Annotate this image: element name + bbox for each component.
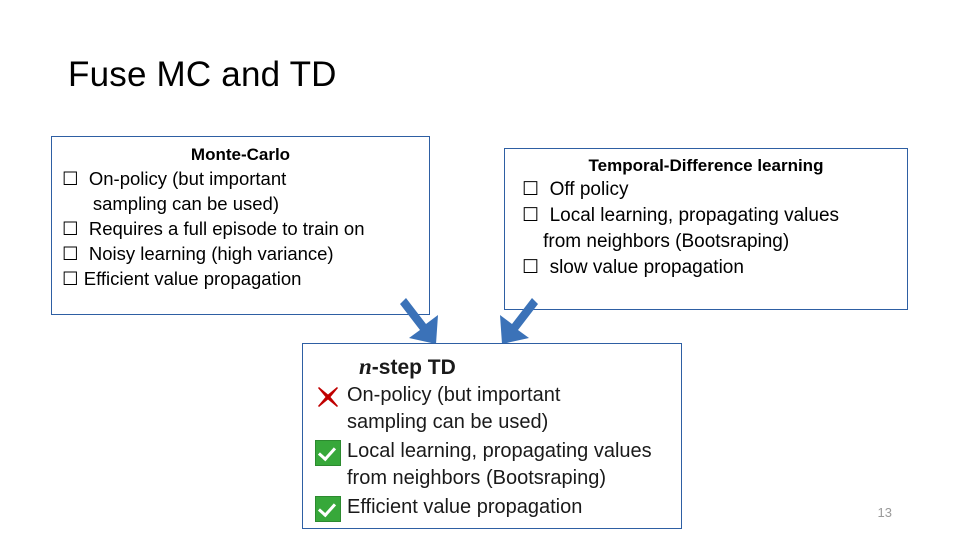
temporal-difference-box: Temporal-Difference learning ☐ Off polic… (504, 148, 908, 310)
nstep-td-heading-rest: -step TD (371, 356, 456, 379)
nstep-item-text: On-policy (but important (347, 384, 561, 406)
page-number: 13 (877, 505, 892, 520)
nstep-item-text: Efficient value propagation (347, 496, 583, 518)
temporal-difference-heading: Temporal-Difference learning (588, 156, 824, 175)
nstep-td-heading-italic: n (359, 354, 372, 379)
monte-carlo-box: Monte-Carlo ☐ On-policy (but important s… (51, 136, 430, 315)
list-item: ☐ Efficient value propagation (62, 268, 302, 289)
list-item: ☐ slow value propagation (522, 257, 744, 278)
list-item: ☐ Local learning, propagating values fro… (522, 205, 840, 252)
nstep-item-text: Local learning, propagating values (347, 440, 652, 462)
red-x-icon (315, 384, 341, 410)
nstep-item-continuation: from neighbors (Bootsraping) (347, 467, 607, 489)
green-check-icon (315, 440, 341, 466)
list-item: Efficient value propagation (315, 494, 681, 522)
monte-carlo-bullet-list: ☐ On-policy (but important sampling can … (52, 166, 429, 291)
temporal-difference-bullet-list: ☐ Off policy ☐ Local learning, propagati… (505, 177, 907, 281)
list-item: ☐ Noisy learning (high variance) (62, 243, 334, 264)
list-item: On-policy (but important (315, 382, 681, 409)
list-item: ☐ On-policy (but important sampling can … (62, 168, 287, 214)
nstep-td-box: n-step TD On-policy (but important sampl… (302, 343, 682, 529)
list-item: ☐ Off policy (522, 179, 629, 200)
monte-carlo-heading: Monte-Carlo (190, 145, 291, 164)
green-check-icon (315, 496, 341, 522)
list-item: ☐ Requires a full episode to train on (62, 218, 365, 239)
page-title: Fuse MC and TD (68, 55, 337, 94)
nstep-item-continuation: sampling can be used) (347, 411, 549, 433)
list-item: Local learning, propagating values (315, 438, 681, 466)
nstep-td-heading: n-step TD (359, 354, 681, 380)
